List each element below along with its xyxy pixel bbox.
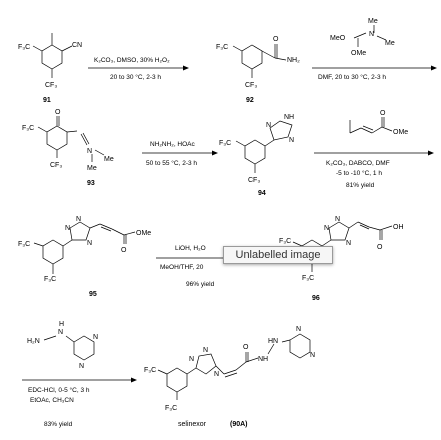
compound-94: F₃C NH N N CF₃ 94 <box>219 114 294 197</box>
condition-text: 50 to 55 °C, 2-3 h <box>146 159 197 167</box>
image-tooltip: Unlabelled image <box>223 246 333 264</box>
nitrogen-label: N <box>58 329 63 336</box>
compound-number: 95 <box>89 291 97 298</box>
condition-text: DMF, 20 to 30 °C, 2-3 h <box>318 73 386 81</box>
compound-number: 92 <box>246 97 254 104</box>
compound-93: F₃C O N Me Me CF₃ 93 <box>22 109 114 187</box>
methyl-label: Me <box>87 165 97 172</box>
yield-text: 96% yield <box>186 281 215 288</box>
condition-text: K₂CO₃, DABCO, DMF <box>326 160 390 167</box>
cf3-label: F₃C <box>144 367 156 374</box>
oxygen-label: O <box>380 110 386 117</box>
cf3-label: F₃C <box>216 44 228 51</box>
nh2-label: NH₂ <box>287 57 300 64</box>
cf3-label: F₃C <box>165 405 177 412</box>
dmf-dma-reagent: MeO N Me Me OMe <box>330 18 395 57</box>
cf3-label: F₃C <box>18 241 30 248</box>
nitrogen-label: N <box>266 122 271 129</box>
compound-number: 96 <box>312 295 320 302</box>
compound-number: 93 <box>87 180 95 187</box>
condition-text: EtOAc, CH₃CN <box>30 397 74 404</box>
hydrazinopyrazine-reagent: H₂N N H N N <box>27 321 98 370</box>
methyl-label: Me <box>104 156 114 163</box>
oxygen-label: O <box>377 244 383 251</box>
compound-92: F₃C O NH₂ CF₃ 92 <box>216 36 300 104</box>
nh-label: NH <box>258 356 268 363</box>
nitrogen-label: N <box>310 352 315 359</box>
nitrogen-label: N <box>79 363 84 370</box>
nitrogen-label: N <box>87 240 92 247</box>
hydrogen-label: H <box>59 321 64 328</box>
nitrogen-label: N <box>76 216 81 223</box>
reaction-arrow-step-1: K₂CO₃, DMSO, 30% H₂O₂ 20 to 30 °C, 2-3 h <box>88 57 189 81</box>
cf3-label: CF₃ <box>248 177 260 184</box>
nitrogen-label: N <box>203 347 208 354</box>
compound-91: F₃C CN CF₃ 91 <box>18 33 82 104</box>
nitrogen-label: N <box>335 216 340 223</box>
acrylate-reagent: O OMe <box>349 110 408 136</box>
oxygen-label: O <box>273 36 279 43</box>
compound-number: 91 <box>43 97 51 104</box>
drug-name: selinexor <box>178 421 207 428</box>
meo-label: MeO <box>330 35 346 42</box>
oxygen-label: O <box>243 344 249 351</box>
cf3-label: F₃C <box>22 125 34 132</box>
cf3-label: F₃C <box>302 275 314 282</box>
ome-label: OMe <box>136 230 151 237</box>
nitrogen-label: N <box>324 225 329 232</box>
nitrogen-label: N <box>214 371 219 378</box>
nitrogen-label: N <box>289 137 294 144</box>
reaction-arrow-step-6: EDC-HCl, 0-5 °C, 3 h EtOAc, CH₃CN 83% yi… <box>22 377 137 428</box>
condition-text: EDC-HCl, 0-5 °C, 3 h <box>28 386 90 394</box>
nh2-label: H₂N <box>27 338 40 345</box>
cf3-label: CF₃ <box>45 82 57 89</box>
yield-text: 81% yield <box>346 182 375 189</box>
cf3-label: CF₃ <box>245 82 257 89</box>
nitrogen-label: N <box>93 334 98 341</box>
condition-text: NH₂NH₂, HOAc <box>150 141 196 148</box>
nitrogen-label: N <box>369 31 374 38</box>
condition-text: -5 to -10 °C, 1 h <box>336 169 382 177</box>
methyl-label: Me <box>385 40 395 47</box>
oxygen-label: O <box>121 247 127 254</box>
condition-text: 20 to 30 °C, 2-3 h <box>110 73 161 81</box>
cf3-label: F₃C <box>219 140 231 147</box>
compound-95: F₃C N N N O OMe F₃C 95 <box>18 216 151 298</box>
nitrogen-label: N <box>189 356 194 363</box>
reaction-arrow-step-2: DMF, 20 to 30 °C, 2-3 h <box>312 65 437 81</box>
cf3-label: F₃C <box>44 276 56 283</box>
nitrogen-label: N <box>296 326 301 333</box>
nitrogen-label: N <box>346 240 351 247</box>
ome-label: OMe <box>351 50 366 57</box>
condition-text: LiOH, H₂O <box>175 245 206 252</box>
condition-text: MeOH/THF, 20 <box>160 264 204 271</box>
oh-label: OH <box>393 224 404 231</box>
compound-number: (90A) <box>230 421 248 428</box>
cf3-label: F₃C <box>18 44 30 51</box>
yield-text: 83% yield <box>44 421 73 428</box>
selinexor-90a: F₃C N N N O NH HN N N F₃C selinexor (90A… <box>144 326 315 428</box>
nitrogen-label: N <box>87 148 92 155</box>
oxygen-label: O <box>55 109 61 116</box>
reaction-arrow-step-3: NH₂NH₂, HOAc 50 to 55 °C, 2-3 h <box>142 141 218 167</box>
ome-label: OMe <box>393 129 408 136</box>
condition-text: K₂CO₃, DMSO, 30% H₂O₂ <box>94 57 170 64</box>
compound-number: 94 <box>258 190 266 197</box>
hn-label: HN <box>268 338 278 345</box>
cf3-label: CF₃ <box>50 162 62 169</box>
nitrogen-label: N <box>65 225 70 232</box>
cf3-label: F₃C <box>279 238 291 245</box>
nh-label: NH <box>284 114 294 121</box>
reaction-arrow-step-4: K₂CO₃, DABCO, DMF -5 to -10 °C, 1 h 81% … <box>314 150 434 189</box>
methyl-label: Me <box>368 18 378 25</box>
cn-label: CN <box>72 42 82 49</box>
